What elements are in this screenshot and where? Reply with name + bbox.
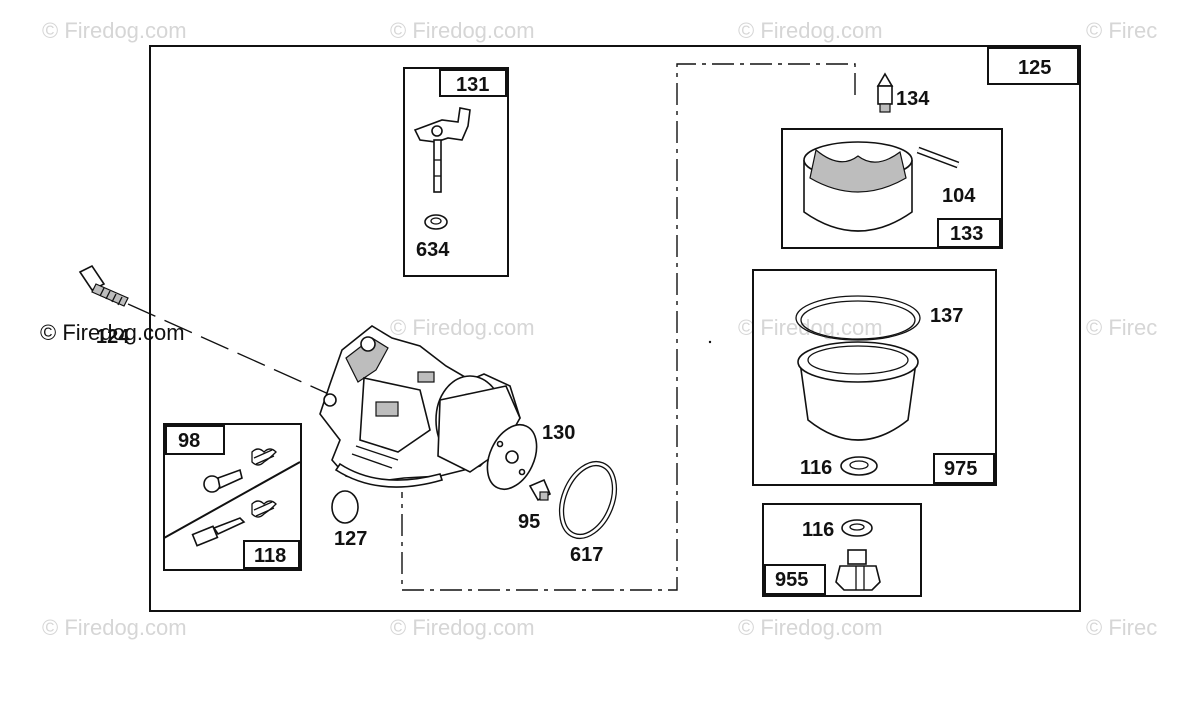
callout-116: 116 (802, 519, 834, 541)
callout-box-98 (165, 425, 225, 455)
watermark: © Firedog.com (390, 18, 535, 43)
kit-divider (163, 461, 301, 539)
callout-125: 125 (1018, 57, 1051, 79)
washer-116-part (840, 456, 878, 476)
callout-131: 131 (456, 74, 489, 96)
kit-bracket (401, 63, 856, 591)
o-ring-617-part (558, 461, 618, 539)
main-jet-part (528, 478, 552, 502)
watermark: © Firec (1086, 18, 1157, 43)
watermark: © Firec (1086, 315, 1157, 340)
choke-shaft-part (413, 107, 471, 193)
watermark: © Firedog.com (390, 615, 535, 640)
callout-box-131 (439, 69, 507, 97)
callout-634: 634 (416, 239, 450, 261)
bowl-nut-part (835, 549, 881, 591)
kit-box-98-118 (163, 423, 302, 571)
kit-box-955 (762, 503, 922, 597)
inlet-needle-part (876, 72, 894, 113)
float-pin-part (916, 146, 960, 169)
idle-screw-part (203, 448, 277, 493)
mixture-screw-part (191, 500, 277, 547)
welch-plug-part (331, 490, 359, 524)
callout-104: 104 (942, 185, 976, 207)
bowl-gasket-137-part (795, 295, 921, 341)
kit-box-975 (752, 269, 997, 486)
watermark: © Firedog.com (42, 615, 187, 640)
washer-116b-part (841, 519, 873, 537)
watermark: © Firedog.com (738, 615, 883, 640)
gasket-130-part (486, 424, 538, 490)
washer-634-part (424, 214, 448, 230)
kit-box-131 (403, 67, 509, 277)
callout-116: 116 (800, 457, 832, 479)
watermarks: © Firedog.com © Firedog.com © Firedog.co… (42, 18, 1157, 640)
callout-box-975 (933, 453, 995, 484)
watermark: © Firec (1086, 615, 1157, 640)
callout-130: 130 (542, 422, 575, 444)
callout-98: 98 (178, 430, 200, 452)
callout-box-118 (243, 540, 300, 569)
watermark: © Firedog.com (40, 320, 185, 345)
callout-118: 118 (254, 545, 286, 567)
callout-133: 133 (950, 223, 983, 245)
watermark: © Firedog.com (42, 18, 187, 43)
callout-box-133 (937, 218, 1001, 248)
watermark: © Firedog.com (738, 315, 883, 340)
callout-975: 975 (944, 458, 977, 480)
callout-137: 137 (930, 305, 963, 327)
callout-134: 134 (896, 88, 930, 110)
callout-127: 127 (334, 528, 367, 550)
watermark: © Firedog.com (738, 18, 883, 43)
bolt-124-part (78, 264, 129, 307)
callout-124: 124 (96, 326, 130, 348)
callout-617: 617 (570, 544, 603, 566)
stray-dot (708, 340, 712, 344)
float-part (803, 141, 913, 232)
watermark: © Firedog.com (390, 315, 535, 340)
bolt-leader-line (127, 303, 343, 401)
callout-box-955 (764, 564, 826, 595)
kit-box-133 (781, 128, 1003, 249)
callout-955: 955 (775, 569, 808, 591)
outer-frame (149, 45, 1081, 612)
float-bowl-part (797, 341, 919, 441)
callout-95: 95 (518, 511, 540, 533)
callout-box-125 (987, 47, 1079, 85)
